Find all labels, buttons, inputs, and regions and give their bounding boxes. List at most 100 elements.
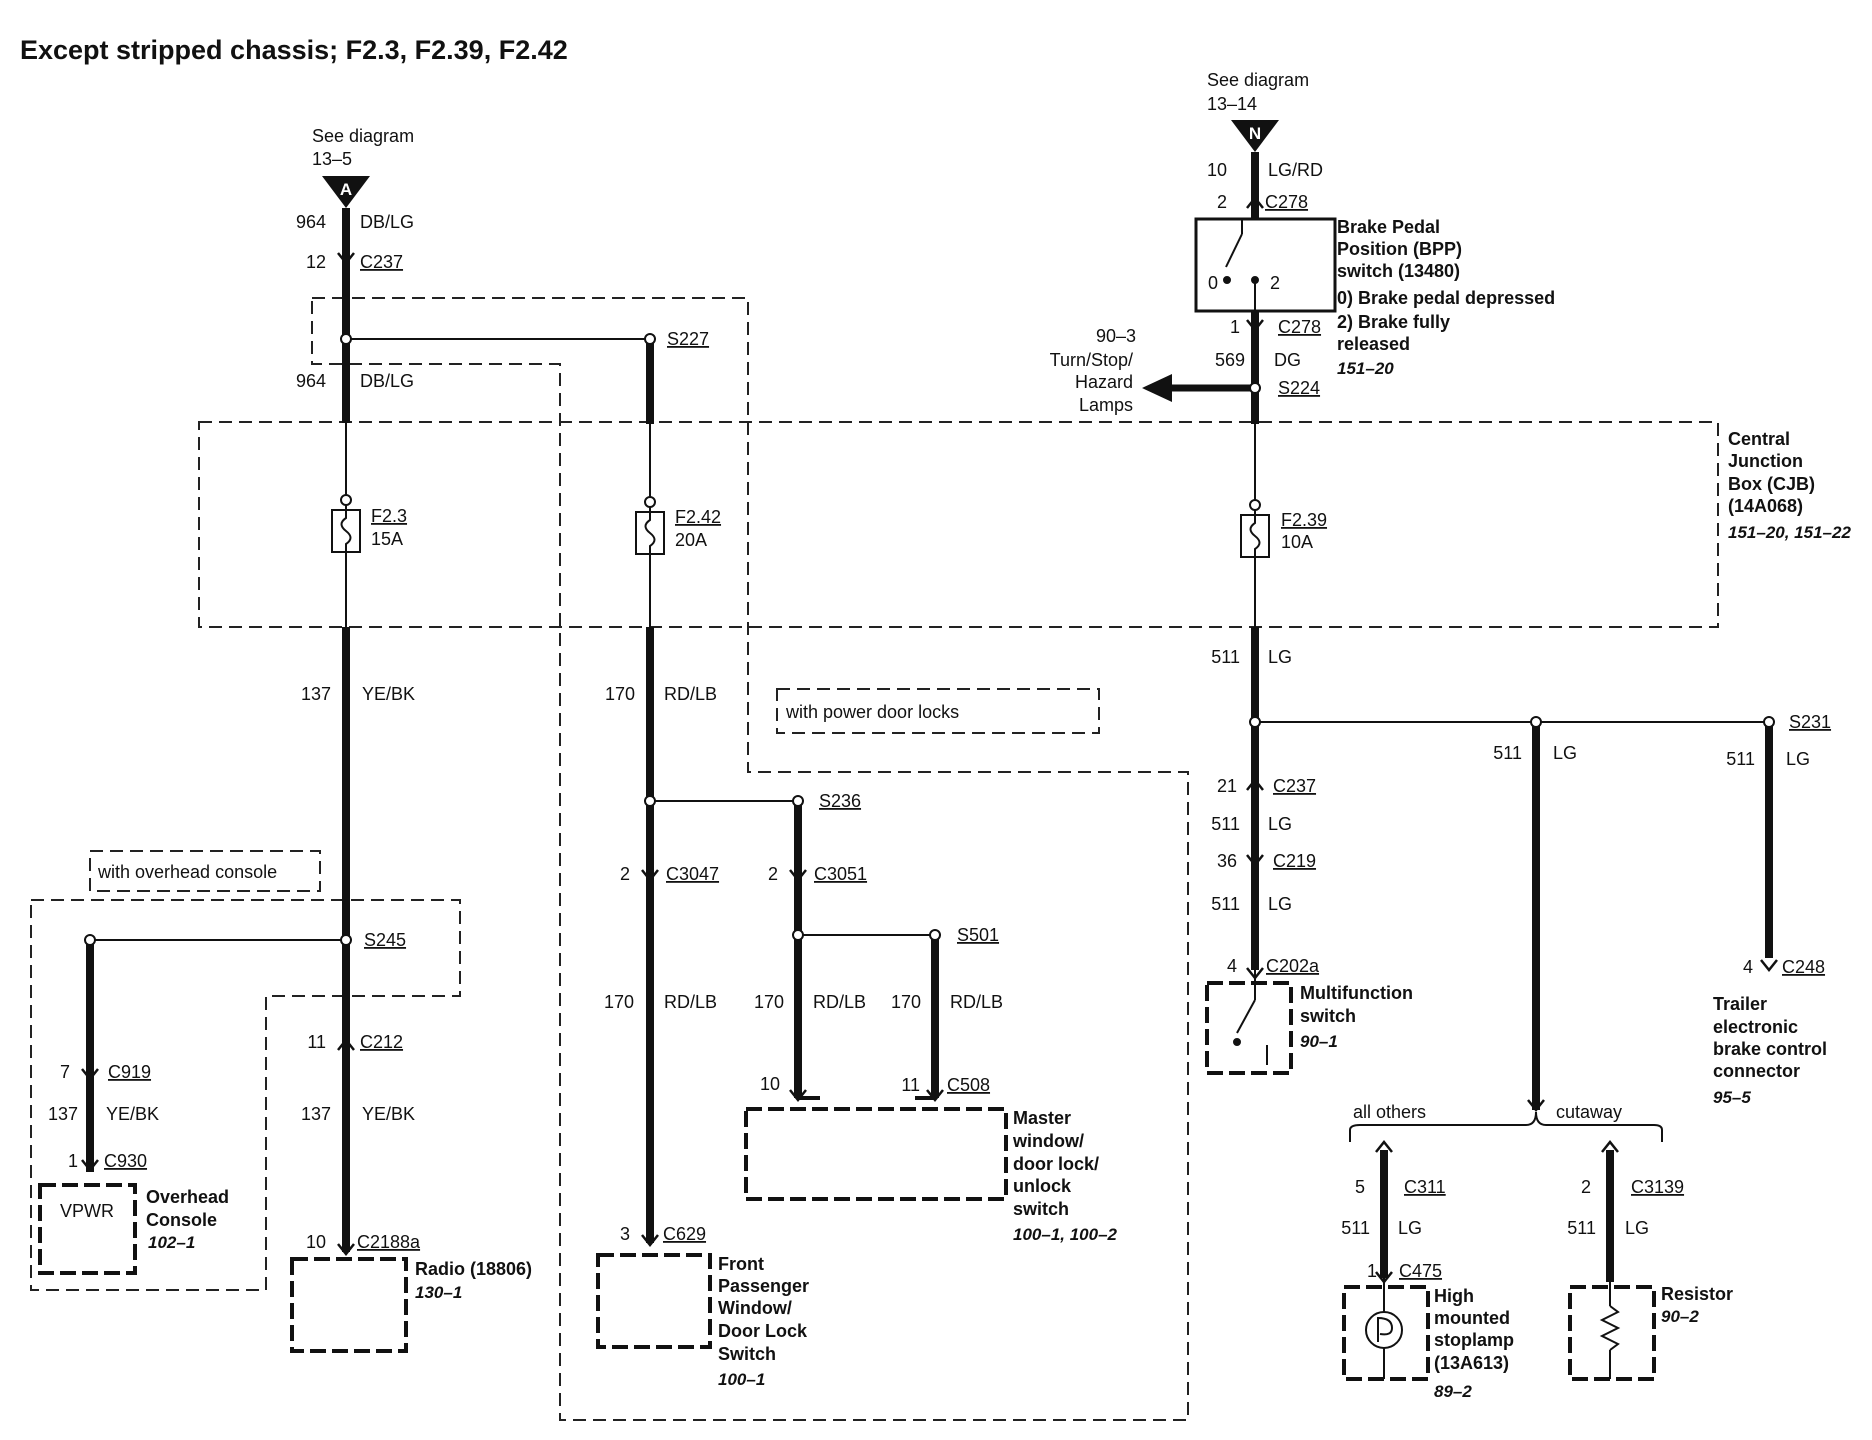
central-junction-box-outline: [198, 421, 1719, 628]
wire-511e-num: 511: [1726, 749, 1755, 769]
c919-pin: 7: [60, 1062, 70, 1082]
c475-pin: 1: [1367, 1261, 1377, 1281]
front-switch-name-4: Door Lock: [718, 1321, 808, 1341]
wire-137-num: 137: [301, 684, 331, 704]
c311-pin: 5: [1355, 1177, 1365, 1197]
multifunction-name-1: Multifunction: [1300, 983, 1413, 1003]
wire-511b-num: 511: [1211, 814, 1240, 834]
bpp-switch-box: [1194, 217, 1337, 313]
stoplamp-box: [1342, 1285, 1430, 1381]
multifunction-name-2: switch: [1300, 1006, 1356, 1026]
power-door-locks-region: [311, 297, 1189, 1421]
svg-text:N: N: [1249, 124, 1261, 143]
stoplamp-name-2: mounted: [1434, 1308, 1510, 1328]
wire-segments: [86, 152, 1773, 1282]
fuse-symbols: [331, 500, 1270, 558]
master-switch-name-5: switch: [1013, 1199, 1069, 1219]
trailer-page: 95–5: [1713, 1088, 1751, 1107]
bpp-name-1: Brake Pedal: [1337, 217, 1440, 237]
split-all-others: all others: [1353, 1102, 1426, 1122]
wire-964b-color: DB/LG: [360, 371, 414, 391]
turn-lamps-arrow: [1142, 374, 1172, 402]
multifunction-switch-contacts: [1233, 970, 1268, 1065]
overhead-console-name-1: Overhead: [146, 1187, 229, 1207]
master-switch-name-1: Master: [1013, 1108, 1071, 1128]
c919-label: C919: [108, 1062, 151, 1082]
wire-964-color: DB/LG: [360, 212, 414, 232]
turn-lamps-name-1: Turn/Stop/: [1050, 350, 1133, 370]
dashed-boundaries: [30, 297, 1719, 1421]
wire-964-num: 964: [296, 212, 326, 232]
trailer-name-4: connector: [1713, 1061, 1800, 1081]
c3047-label: C3047: [666, 864, 719, 884]
wire-511a-num: 511: [1211, 647, 1240, 667]
wire-569-num: 569: [1215, 350, 1245, 370]
c508-pin-10: 10: [760, 1074, 780, 1094]
wire-511b-color: LG: [1268, 814, 1292, 834]
fuse-f239-rating: 10A: [1281, 532, 1313, 552]
master-switch-name-3: door lock/: [1013, 1154, 1099, 1174]
c202a-label: C202a: [1266, 956, 1320, 976]
s245-label: S245: [364, 930, 406, 950]
overhead-console-label-box: [89, 850, 321, 892]
radio-name: Radio (18806): [415, 1259, 532, 1279]
c3139-label: C3139: [1631, 1177, 1684, 1197]
c508-pin-11: 11: [901, 1075, 920, 1095]
wire-511g-num: 511: [1567, 1218, 1596, 1238]
resistor-symbol: [1599, 1282, 1621, 1379]
ref-n-marker: N: [1231, 120, 1279, 152]
radio-box: [290, 1257, 408, 1353]
c278a-pin: 2: [1217, 192, 1227, 212]
trailer-name-2: electronic: [1713, 1017, 1798, 1037]
overhead-console-vpwr: VPWR: [60, 1201, 114, 1221]
wire-511c-color: LG: [1268, 894, 1292, 914]
wire-511f-color: LG: [1398, 1218, 1422, 1238]
power-door-locks-label: with power door locks: [785, 702, 959, 722]
wire-170-color: RD/LB: [664, 684, 717, 704]
s231-label: S231: [1789, 712, 1831, 732]
wire-511d-num: 511: [1493, 743, 1522, 763]
resistor-name: Resistor: [1661, 1284, 1733, 1304]
bpp-page: 151–20: [1337, 359, 1394, 378]
ref-a-line1: See diagram: [312, 126, 414, 146]
c508-label: C508: [947, 1075, 990, 1095]
wire-511c-num: 511: [1211, 894, 1240, 914]
radio-page: 130–1: [415, 1283, 462, 1302]
ref-n-line1: See diagram: [1207, 70, 1309, 90]
c311-label: C311: [1404, 1177, 1446, 1197]
c475-label: C475: [1399, 1261, 1442, 1281]
c237-pin: 12: [306, 252, 326, 272]
fuse-f242-rating: 20A: [675, 530, 707, 550]
wire-137c-num: 137: [48, 1104, 78, 1124]
resistor-box: [1568, 1285, 1656, 1381]
wire-511a-color: LG: [1268, 647, 1292, 667]
overhead-console-option-label: with overhead console: [97, 862, 277, 882]
front-switch-name-2: Passenger: [718, 1276, 809, 1296]
s501-label: S501: [957, 925, 999, 945]
splice-dots: [84, 333, 1775, 946]
overhead-console-box: [38, 1183, 137, 1275]
c278a-label: C278: [1265, 192, 1308, 212]
s224-label: S224: [1278, 378, 1320, 398]
s236-label: S236: [819, 791, 861, 811]
wire-170-num: 170: [605, 684, 635, 704]
c2188a-pin: 10: [306, 1232, 326, 1252]
overhead-console-region: [30, 899, 461, 1291]
overhead-console-name-2: Console: [146, 1210, 217, 1230]
front-switch-name-1: Front: [718, 1254, 764, 1274]
s227-label: S227: [667, 329, 709, 349]
c212-label: C212: [360, 1032, 403, 1052]
overhead-console-page: 102–1: [148, 1233, 195, 1252]
ref-a-line2: 13–5: [312, 149, 352, 169]
master-switch-name-4: unlock: [1013, 1176, 1072, 1196]
c3051-pin: 2: [768, 864, 778, 884]
front-switch-name-3: Window/: [718, 1298, 792, 1318]
c237b-label: C237: [1273, 776, 1316, 796]
c219-label: C219: [1273, 851, 1316, 871]
wire-170d-color: RD/LB: [950, 992, 1003, 1012]
cjb-name-2: Junction: [1728, 451, 1803, 471]
front-switch-name-5: Switch: [718, 1344, 776, 1364]
c219-pin: 36: [1217, 851, 1237, 871]
wire-170c-num: 170: [754, 992, 784, 1012]
